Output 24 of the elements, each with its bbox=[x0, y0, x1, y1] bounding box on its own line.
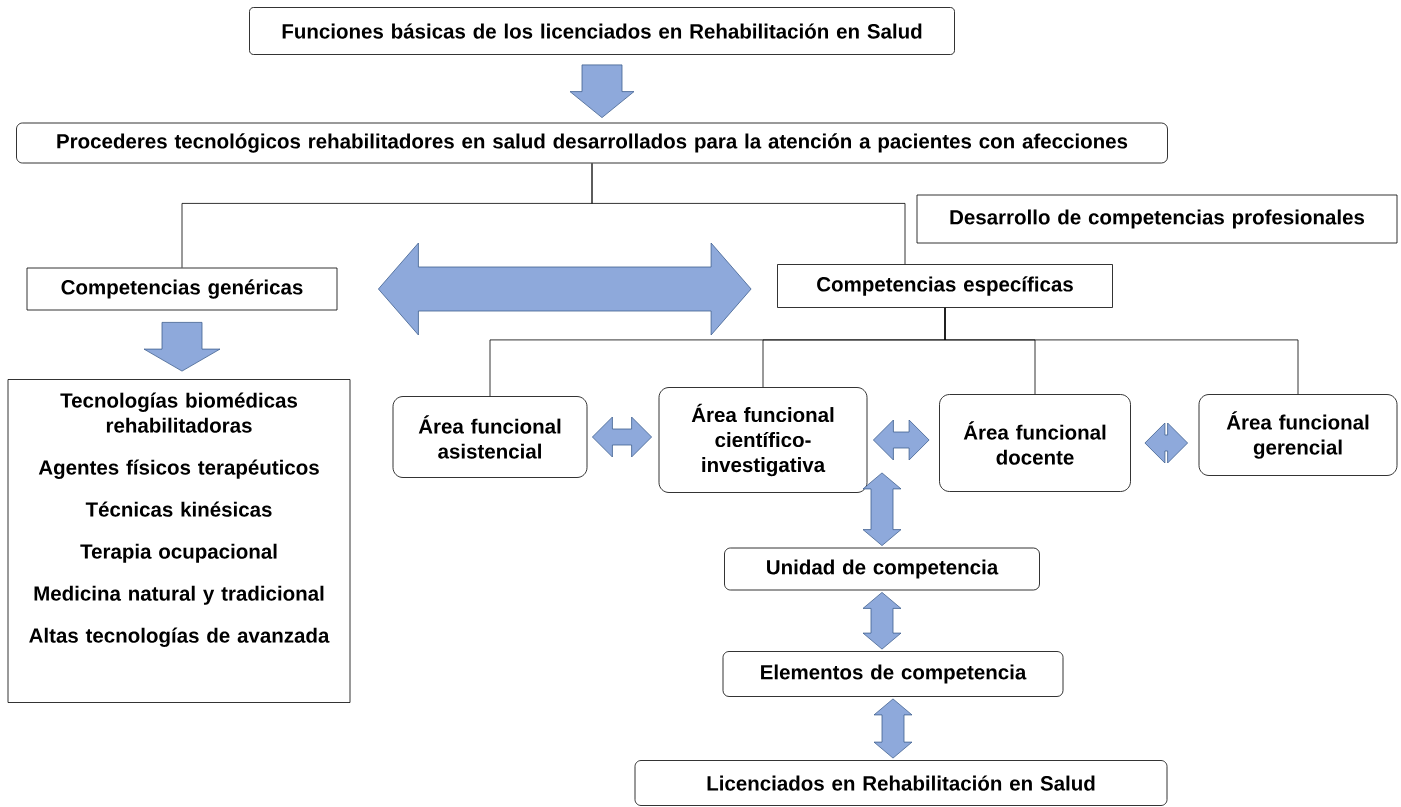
process-box: Elementos de competencia bbox=[722, 651, 1064, 697]
category-box: Competencias específicas bbox=[777, 264, 1113, 308]
block-arrow bbox=[143, 322, 221, 372]
title-box: Funciones básicas de los licenciados en Rehabilitación en Salud bbox=[249, 7, 955, 55]
area-box: Área funcional científico-investigativa bbox=[658, 387, 868, 493]
block-arrow bbox=[592, 416, 652, 458]
process-box: Unidad de competencia bbox=[724, 547, 1040, 591]
process-box: Licenciados en Rehabilitación en Salud bbox=[634, 760, 1168, 806]
block-arrow bbox=[862, 472, 902, 546]
label-box: Desarrollo de competencias profesionales bbox=[916, 194, 1398, 244]
area-box: Área funcional asistencial bbox=[392, 396, 588, 478]
list-box: Tecnologías biomédicas rehabilitadoras Agentes físicos terapéuticos Técnicas kinésicas Terapia ocupacional Medicina natural y tradicional Altas tecnologías de avanzada bbox=[7, 379, 351, 703]
block-arrow bbox=[1144, 422, 1188, 464]
area-box: Área funcional gerencial bbox=[1198, 394, 1398, 476]
block-arrow bbox=[862, 592, 902, 650]
category-box: Competencias genéricas bbox=[26, 267, 338, 311]
block-arrow bbox=[873, 698, 913, 759]
connector-line bbox=[591, 163, 906, 265]
block-arrow bbox=[378, 242, 752, 336]
block-arrow bbox=[873, 419, 930, 461]
block-arrow bbox=[569, 64, 635, 118]
connector-line bbox=[944, 307, 1299, 395]
area-box: Área funcional docente bbox=[939, 394, 1131, 492]
process-box: Procederes tecnológicos rehabilitadores en salud desarrollados para la atención a pacientes con afecciones bbox=[16, 122, 1168, 164]
